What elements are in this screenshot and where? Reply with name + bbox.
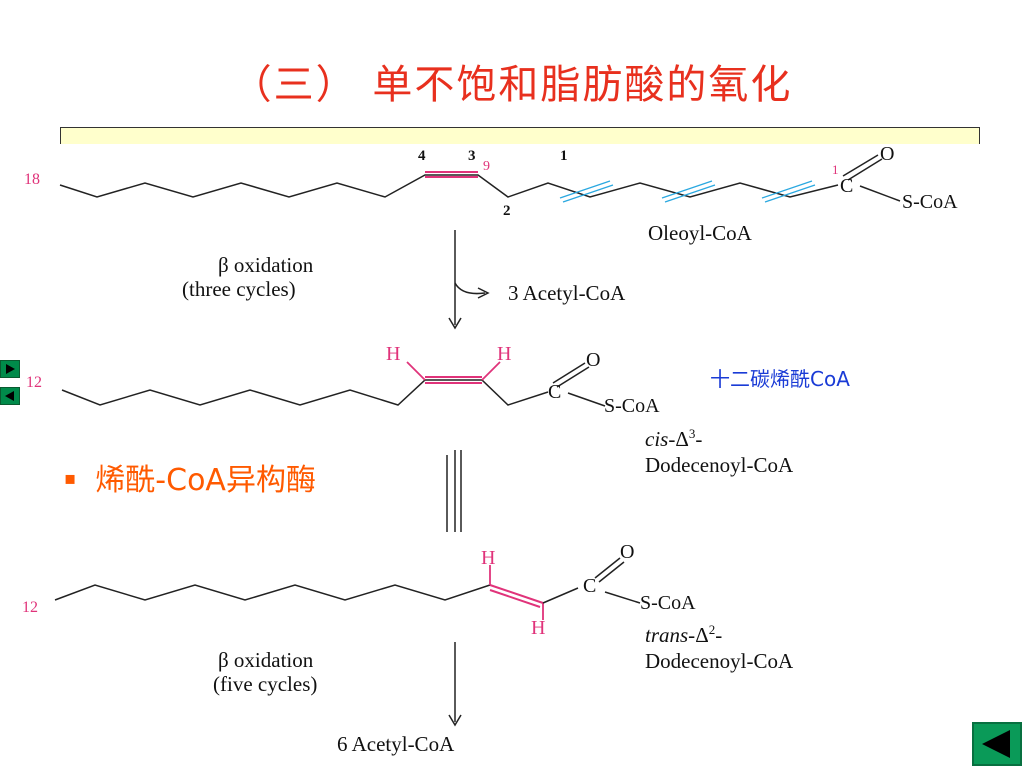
oleoyl-carbon-label-3: 3 — [468, 148, 476, 164]
oleoyl-chain — [59, 174, 839, 198]
oleoyl-carbon-label-9: 9 — [483, 159, 490, 174]
cis-coa-group: S-CoA — [604, 395, 660, 417]
trans-carbonyl-oxygen: O — [620, 541, 634, 563]
prev-slide-button[interactable] — [0, 387, 20, 405]
oleoyl-coa-name: Oleoyl-CoA — [648, 221, 753, 245]
oleoyl-coa-group: S-CoA — [902, 191, 958, 213]
oleoyl-carbonyl-number: 1 — [832, 162, 839, 177]
next-slide-button[interactable] — [0, 360, 20, 378]
trans-dodecenoyl-structure — [54, 557, 641, 620]
page-title: （三） 单不饱和脂肪酸的氧化 — [231, 62, 793, 108]
step1-product: 3 Acetyl-CoA — [508, 281, 626, 305]
oleoyl-carbonyl-carbon: C — [840, 175, 853, 197]
title-banner — [60, 127, 980, 144]
cis-carbonyl-carbon: C — [548, 381, 561, 403]
trans-name-line2: Dodecenoyl-CoA — [645, 649, 794, 673]
step2-arrow — [448, 642, 462, 727]
trans-chain-number: 12 — [22, 599, 38, 616]
isomerase-equilibrium-arrow — [446, 450, 462, 532]
step2-label-line2: (five cycles) — [213, 672, 317, 696]
cis-name-line1: cis-Δ3- — [645, 426, 702, 451]
step2-product: 6 Acetyl-CoA — [337, 732, 455, 756]
oleoyl-carbonyl-oxygen: O — [880, 143, 894, 165]
back-button[interactable] — [972, 722, 1022, 766]
oleoyl-chain-number: 18 — [24, 171, 40, 188]
beta-cleavage-marks — [559, 180, 816, 203]
cis-chain-number: 12 — [26, 374, 42, 391]
step1-label-line1: β oxidation — [218, 253, 314, 277]
cis-chain — [61, 379, 549, 406]
oleoyl-carbon-label-2: 2 — [503, 203, 511, 219]
step1-label-line2: (three cycles) — [182, 277, 296, 301]
bullet-icon: ▪ — [64, 468, 77, 489]
enzyme-bullet-item: ▪ 烯酰-CoA异构酶 — [64, 455, 316, 499]
trans-name-line1: trans-Δ2- — [645, 622, 722, 647]
trans-chain — [54, 584, 491, 601]
chinese-compound-name: 十二碳烯酰CoA — [710, 367, 850, 391]
cis-dodecenoyl-structure — [61, 361, 606, 407]
cis-h-right: H — [497, 343, 511, 365]
step2-label-line1: β oxidation — [218, 648, 314, 672]
cis-name-line2: Dodecenoyl-CoA — [645, 453, 794, 477]
cis-h-left: H — [386, 343, 400, 365]
trans-coa-group: S-CoA — [640, 592, 696, 614]
step1-arrow — [448, 230, 490, 330]
trans-carbonyl-carbon: C — [583, 575, 596, 597]
oleoyl-carbon-label-1: 1 — [560, 148, 568, 164]
triangle-left-icon — [5, 391, 14, 401]
cis-carbonyl-oxygen: O — [586, 349, 600, 371]
triangle-left-icon — [982, 730, 1010, 758]
trans-h-top: H — [481, 547, 495, 569]
oleoyl-carbon-label-4: 4 — [418, 148, 426, 164]
enzyme-label: 烯酰-CoA异构酶 — [95, 463, 316, 498]
trans-h-bottom: H — [531, 617, 545, 639]
oleoyl-coa-structure — [59, 154, 901, 203]
triangle-right-icon — [6, 364, 15, 374]
